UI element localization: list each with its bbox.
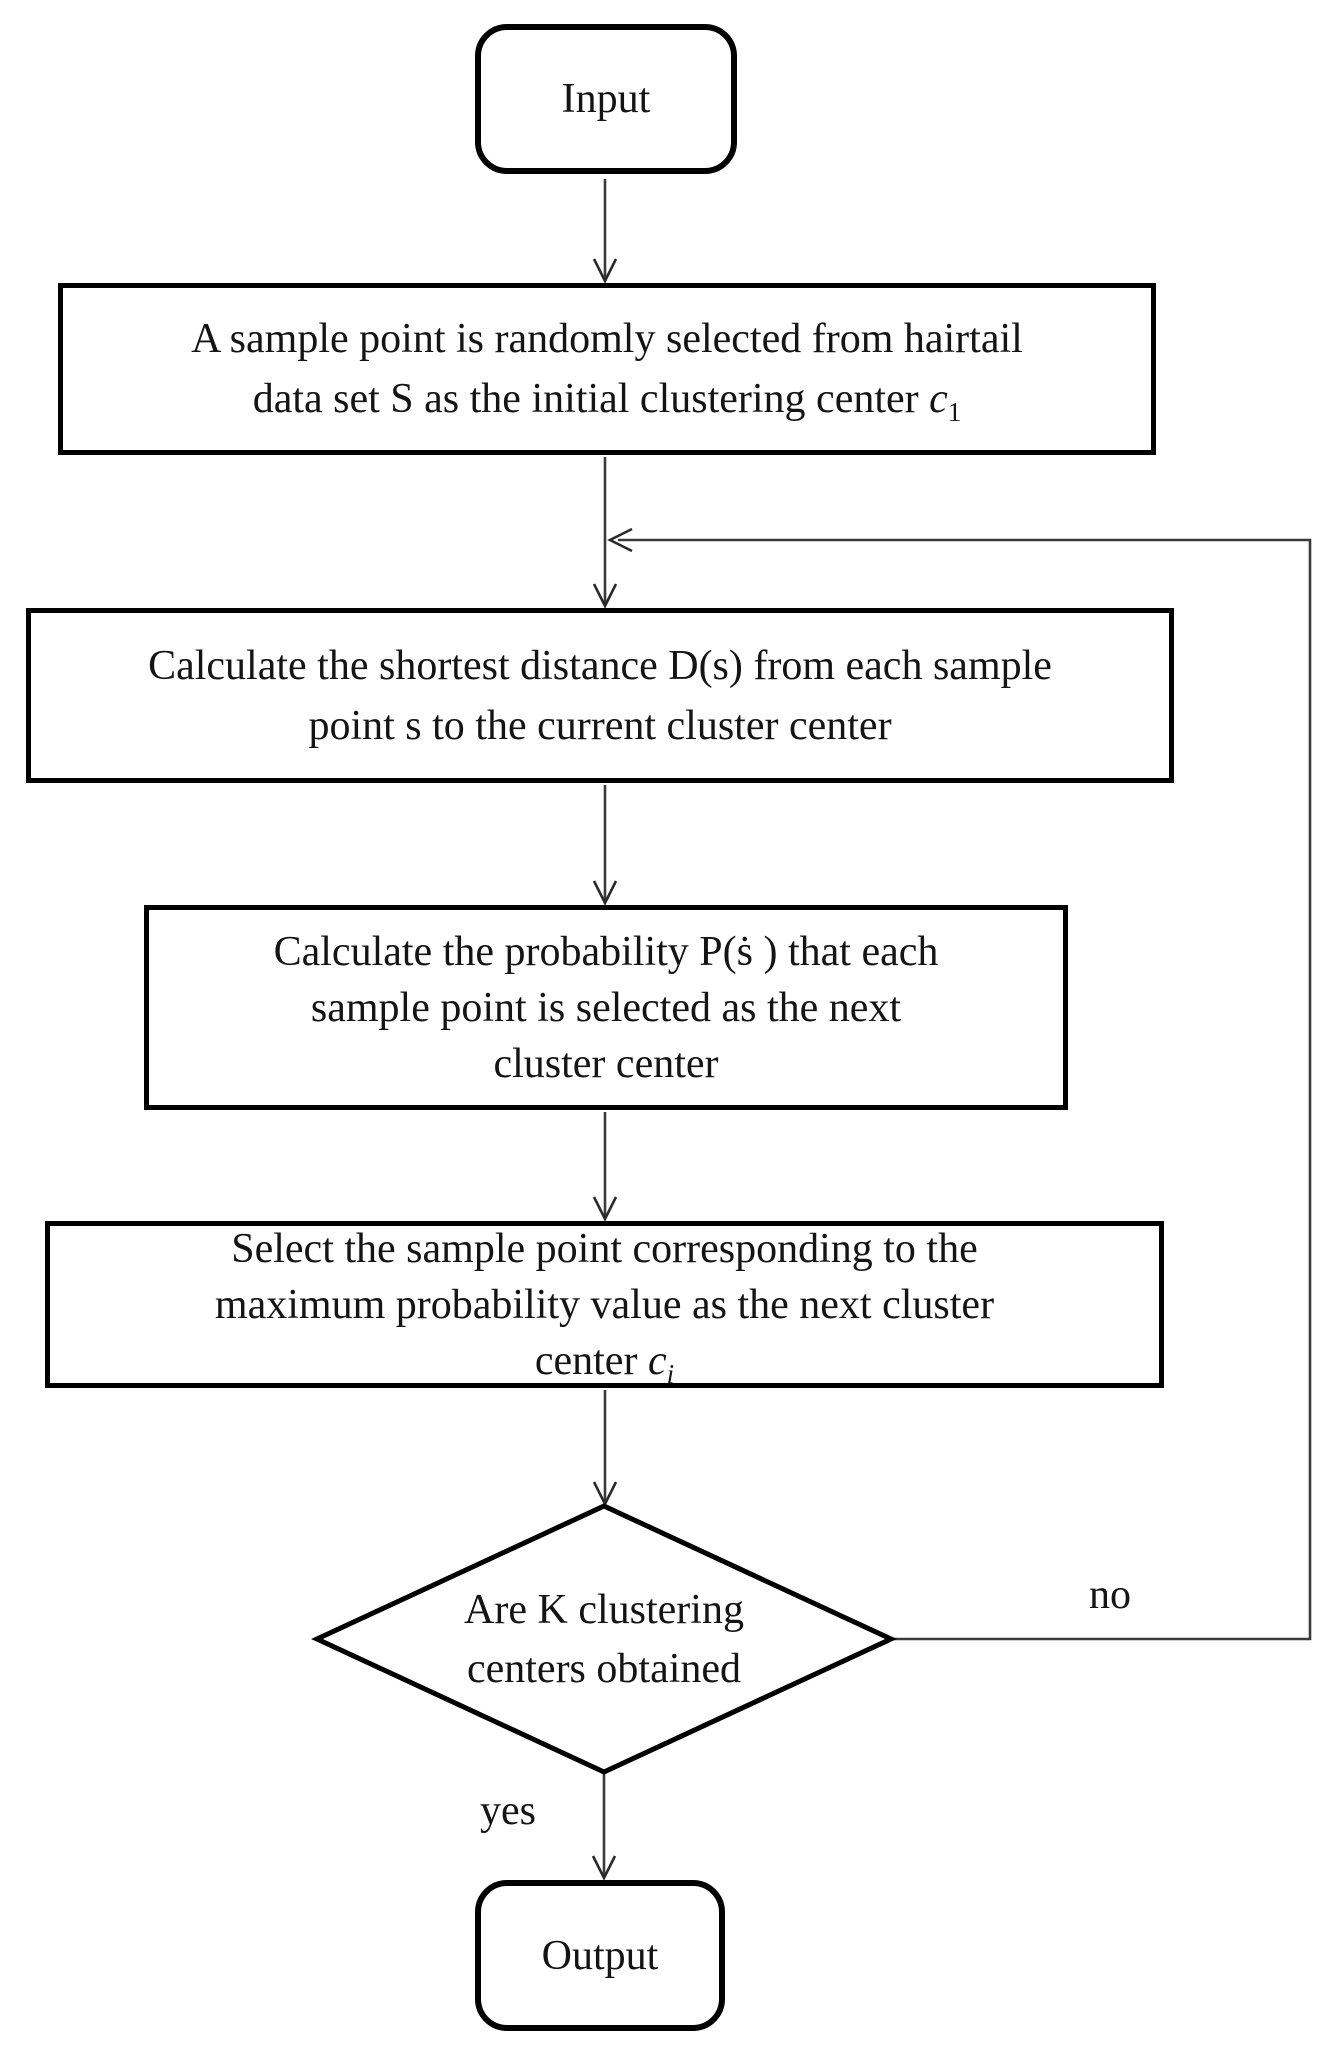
- variable-c: c: [647, 1337, 667, 1384]
- process-line: Select the sample point corresponding to…: [231, 1225, 978, 1272]
- process-initial-center-node: A sample point is randomly selected from…: [58, 283, 1156, 455]
- process-line: data set S as the initial clustering cen…: [252, 376, 962, 427]
- process-line: sample point is selected as the next: [310, 984, 902, 1031]
- process-line: Calculate the probability P(ṡ ) that eac…: [273, 928, 939, 975]
- decision-line: Are K clustering: [464, 1587, 744, 1633]
- edge-no-feedback: [618, 538, 1312, 1641]
- variable-subscript: 1: [947, 397, 962, 427]
- arrowhead-down-icon: [592, 258, 618, 284]
- input-node: Input: [475, 24, 737, 174]
- arrowhead-down-icon: [592, 583, 618, 609]
- variable-subscript: i: [666, 1358, 675, 1389]
- output-node: Output: [475, 1880, 725, 2031]
- process-line: maximum probability value as the next cl…: [214, 1281, 995, 1328]
- output-node-label: Output: [541, 1932, 659, 1979]
- arrowhead-left-icon: [607, 527, 633, 553]
- arrowhead-down-icon: [591, 1855, 617, 1881]
- arrowhead-down-icon: [592, 1196, 618, 1222]
- process-probability-node: Calculate the probability P(ṡ ) that eac…: [144, 905, 1068, 1110]
- decision-line: centers obtained: [466, 1646, 742, 1692]
- decision-node-label: Are K clustering centers obtained: [304, 1581, 904, 1699]
- arrowhead-down-icon: [592, 880, 618, 906]
- process-line: point s to the current cluster center: [308, 702, 892, 749]
- process-select-next-center-node: Select the sample point corresponding to…: [45, 1221, 1164, 1388]
- process-shortest-distance-node: Calculate the shortest distance D(s) fro…: [26, 608, 1174, 783]
- no-edge-label: no: [1089, 1572, 1131, 1618]
- input-node-label: Input: [561, 76, 651, 122]
- process-line: center ci: [534, 1337, 675, 1389]
- decision-diamond-shape: [311, 1503, 897, 1775]
- process-line: cluster center: [493, 1040, 719, 1087]
- process-line: A sample point is randomly selected from…: [191, 316, 1023, 362]
- yes-edge-label: yes: [480, 1788, 536, 1834]
- process-line: Calculate the shortest distance D(s) fro…: [148, 642, 1052, 689]
- variable-c: c: [929, 376, 948, 422]
